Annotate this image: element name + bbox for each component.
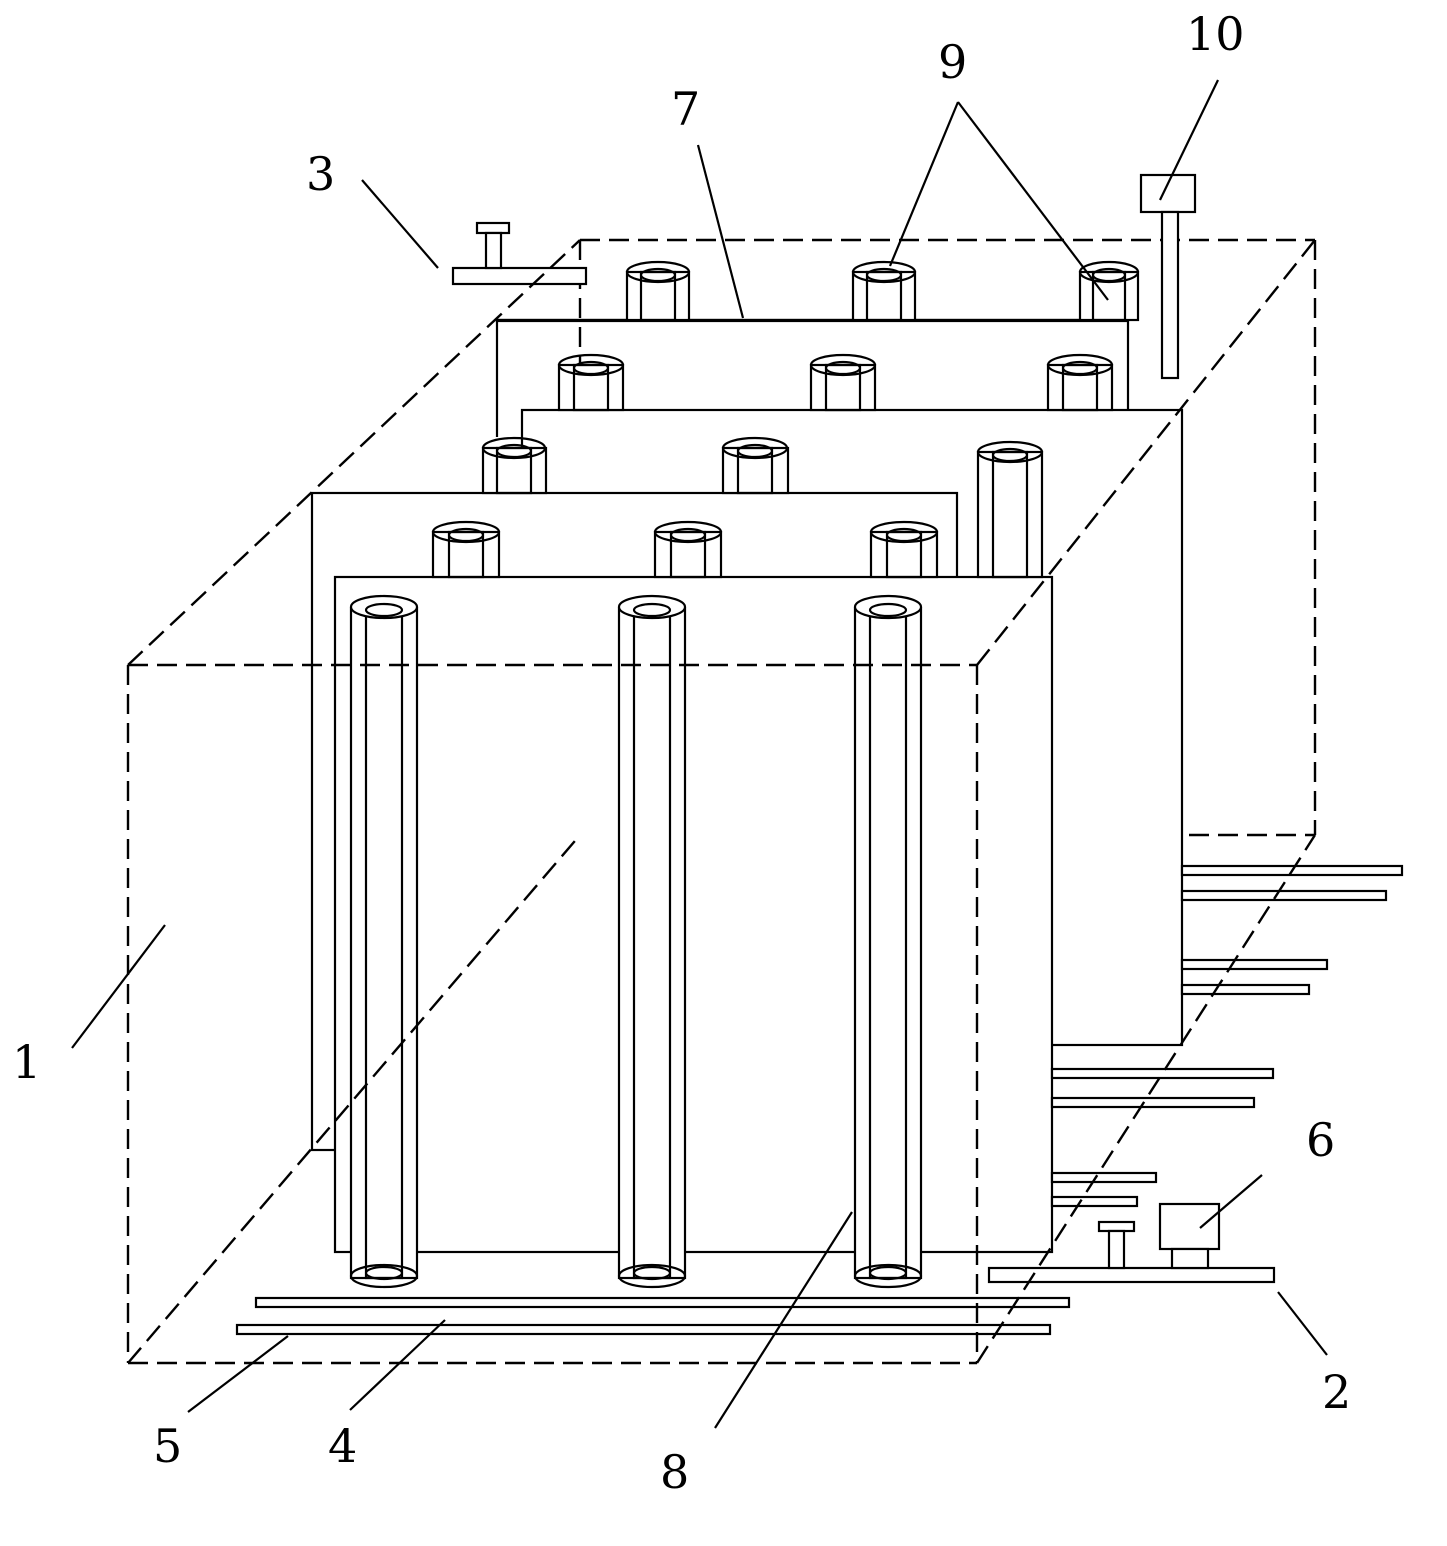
tube-short xyxy=(809,353,877,412)
tube-long-rear xyxy=(976,440,1044,579)
base-plate-2 xyxy=(987,1266,1276,1284)
probe-10 xyxy=(1139,173,1197,380)
valve-small xyxy=(1097,1220,1136,1270)
long-tube xyxy=(617,594,687,1289)
label-6: 6 xyxy=(1306,1113,1335,1167)
label-9: 9 xyxy=(938,35,967,89)
electrode-plate-stack xyxy=(310,318,1184,1254)
electrode-plate-1 xyxy=(333,575,1054,1254)
label-5: 5 xyxy=(153,1419,182,1473)
tube-row xyxy=(431,260,1140,579)
device-6 xyxy=(1158,1202,1221,1270)
container-front-face xyxy=(126,239,1317,1365)
long-tube xyxy=(853,594,923,1289)
label-8: 8 xyxy=(660,1445,689,1499)
tube-short xyxy=(481,436,548,495)
label-7: 7 xyxy=(671,82,700,136)
tube-short xyxy=(431,520,501,579)
label-10: 10 xyxy=(1186,7,1245,61)
tube-short xyxy=(653,520,723,579)
tube-short xyxy=(869,520,939,579)
leader-lines xyxy=(71,79,1328,1429)
bottom-plate-5 xyxy=(235,1323,1052,1336)
tube-short xyxy=(1078,260,1140,322)
tube-short xyxy=(557,353,625,412)
tube-short xyxy=(721,436,790,495)
label-4: 4 xyxy=(328,1419,357,1473)
long-tube-group xyxy=(349,594,923,1289)
tube-short xyxy=(1046,353,1114,412)
inlet-3 xyxy=(451,221,588,286)
label-3: 3 xyxy=(306,147,335,201)
bottom-plate-4 xyxy=(254,1296,1071,1309)
label-2: 2 xyxy=(1322,1365,1351,1419)
tube-short xyxy=(851,260,917,322)
long-tube xyxy=(349,594,419,1289)
label-1: 1 xyxy=(12,1035,41,1089)
tube-short xyxy=(625,260,691,322)
